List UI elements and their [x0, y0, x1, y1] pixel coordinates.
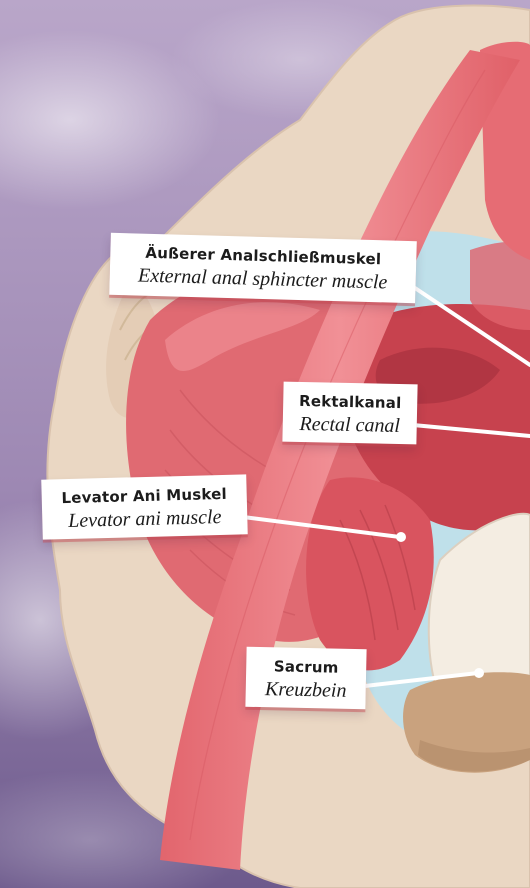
- label-external-anal-sphincter: Äußerer Analschließmuskel External anal …: [109, 233, 417, 304]
- label-english: Kreuzbein: [255, 676, 356, 704]
- leader-dot-sacrum: [474, 668, 484, 678]
- label-german: Rektalkanal: [293, 391, 407, 413]
- label-english: Rectal canal: [292, 411, 407, 439]
- label-english: Levator ani muscle: [52, 504, 238, 535]
- label-levator-ani: Levator Ani Muskel Levator ani muscle: [41, 474, 248, 539]
- label-rectal-canal: Rektalkanal Rectal canal: [282, 382, 417, 445]
- label-sacrum: Sacrum Kreuzbein: [245, 647, 366, 709]
- label-german: Sacrum: [256, 656, 356, 678]
- leader-dot-levator: [396, 532, 406, 542]
